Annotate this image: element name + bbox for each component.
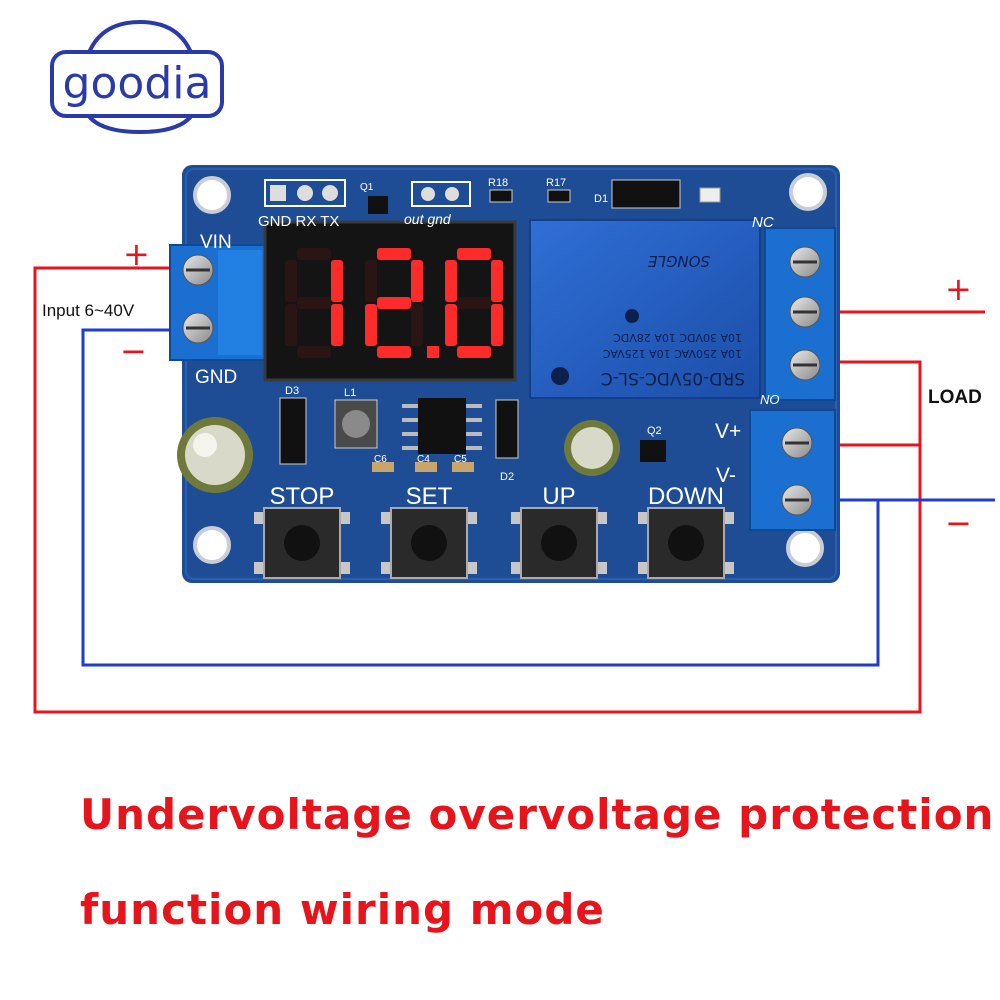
silk-q1: Q1 bbox=[360, 182, 374, 193]
input-plus-sign: + bbox=[123, 235, 150, 273]
display-segment bbox=[377, 346, 411, 358]
relay-rating-text: 10A 250VAC 10A 125VAC bbox=[602, 347, 742, 360]
display-segment bbox=[331, 304, 343, 346]
small-capacitor bbox=[564, 420, 620, 476]
ic-chip bbox=[402, 398, 482, 454]
display-segment bbox=[491, 304, 503, 346]
button-label: UP bbox=[542, 483, 575, 510]
out-gnd-header bbox=[411, 181, 471, 207]
silk-v-plus: V+ bbox=[715, 420, 741, 443]
silk-v-minus: V- bbox=[716, 464, 736, 487]
display-segment bbox=[491, 260, 503, 302]
silk-c5: C5 bbox=[454, 454, 467, 465]
display-segment bbox=[457, 297, 491, 309]
button-label: SET bbox=[406, 483, 453, 510]
display-segment bbox=[331, 260, 343, 302]
relay-terminal-block bbox=[764, 227, 836, 401]
silk-nc: NC bbox=[752, 214, 774, 231]
resistor-r18 bbox=[489, 189, 513, 203]
display-segment bbox=[411, 304, 423, 346]
input-terminal-block bbox=[169, 244, 266, 361]
load-label: LOAD bbox=[928, 387, 982, 408]
display-segment bbox=[377, 297, 411, 309]
brand-logo: goodia bbox=[50, 19, 224, 135]
display-segment bbox=[297, 346, 331, 358]
silk-r17: R17 bbox=[546, 177, 566, 189]
silk-d3: D3 bbox=[285, 385, 299, 397]
silk-uart: GND RX TX bbox=[258, 213, 339, 230]
push-button-set[interactable]: SET bbox=[381, 483, 477, 579]
silk-gnd: GND bbox=[195, 367, 237, 388]
push-button-stop[interactable]: STOP bbox=[254, 483, 350, 579]
silk-out-gnd: out gnd bbox=[404, 211, 452, 227]
diode-d2 bbox=[495, 399, 519, 459]
silk-r18: R18 bbox=[488, 177, 508, 189]
transistor-q1 bbox=[368, 196, 388, 214]
led bbox=[699, 187, 721, 203]
display-digits bbox=[285, 248, 503, 358]
logo-text: goodia bbox=[63, 58, 212, 109]
button-label: STOP bbox=[270, 483, 335, 510]
silk-l1: L1 bbox=[344, 387, 356, 399]
silk-q2: Q2 bbox=[647, 425, 662, 437]
display-segment bbox=[297, 248, 331, 260]
mount-hole bbox=[193, 176, 231, 214]
relay-model-text: SRD-05VDC-SL-C bbox=[601, 368, 745, 388]
input-minus-sign: − bbox=[120, 332, 147, 370]
display-segment bbox=[365, 260, 377, 302]
diode-d3 bbox=[279, 397, 307, 465]
diode-d1 bbox=[611, 179, 681, 209]
caption-line-2: function wiring mode bbox=[80, 885, 605, 934]
relay: SRD-05VDC-SL-C 10A 250VAC 10A 125VAC 10A… bbox=[529, 219, 761, 399]
display-segment bbox=[285, 260, 297, 302]
transistor-q2 bbox=[640, 440, 666, 462]
silk-no: NO bbox=[760, 392, 780, 407]
load-minus-sign: − bbox=[945, 504, 972, 542]
load-plus-sign: + bbox=[945, 270, 972, 308]
uart-header bbox=[264, 179, 346, 207]
silk-d2: D2 bbox=[500, 471, 514, 483]
display-segment bbox=[411, 260, 423, 302]
button-label: DOWN bbox=[648, 483, 724, 510]
silk-c6: C6 bbox=[374, 454, 387, 465]
display-segment bbox=[445, 304, 457, 346]
silk-vin: VIN bbox=[200, 232, 232, 253]
inductor-l1 bbox=[334, 399, 378, 449]
push-button-up[interactable]: UP bbox=[511, 483, 607, 579]
display-segment bbox=[365, 304, 377, 346]
seven-segment-display bbox=[263, 220, 517, 382]
display-segment bbox=[297, 297, 331, 309]
wire-negative bbox=[81, 328, 995, 667]
mount-hole bbox=[193, 526, 231, 564]
input-voltage-label: Input 6~40V bbox=[42, 301, 135, 320]
silk-c4: C4 bbox=[417, 454, 430, 465]
mount-hole bbox=[786, 529, 824, 567]
relay-brand-text: SONGLE bbox=[647, 252, 710, 270]
caption-line-1: Undervoltage overvoltage protection bbox=[80, 790, 995, 839]
display-segment bbox=[457, 248, 491, 260]
display-segment bbox=[377, 248, 411, 260]
display-decimal-point bbox=[427, 346, 439, 358]
silk-d1: D1 bbox=[594, 193, 608, 205]
relay-rating-text: 10A 30VDC 10A 28VDC bbox=[613, 331, 742, 344]
push-button-down[interactable]: DOWN bbox=[638, 483, 734, 579]
resistor-r17 bbox=[547, 189, 571, 203]
display-segment bbox=[445, 260, 457, 302]
mount-hole bbox=[789, 173, 827, 211]
display-segment bbox=[285, 304, 297, 346]
display-segment bbox=[457, 346, 491, 358]
capacitor-c6-c4-c5 bbox=[372, 462, 474, 472]
electrolytic-capacitor bbox=[177, 417, 253, 493]
measure-terminal-block bbox=[749, 409, 836, 531]
